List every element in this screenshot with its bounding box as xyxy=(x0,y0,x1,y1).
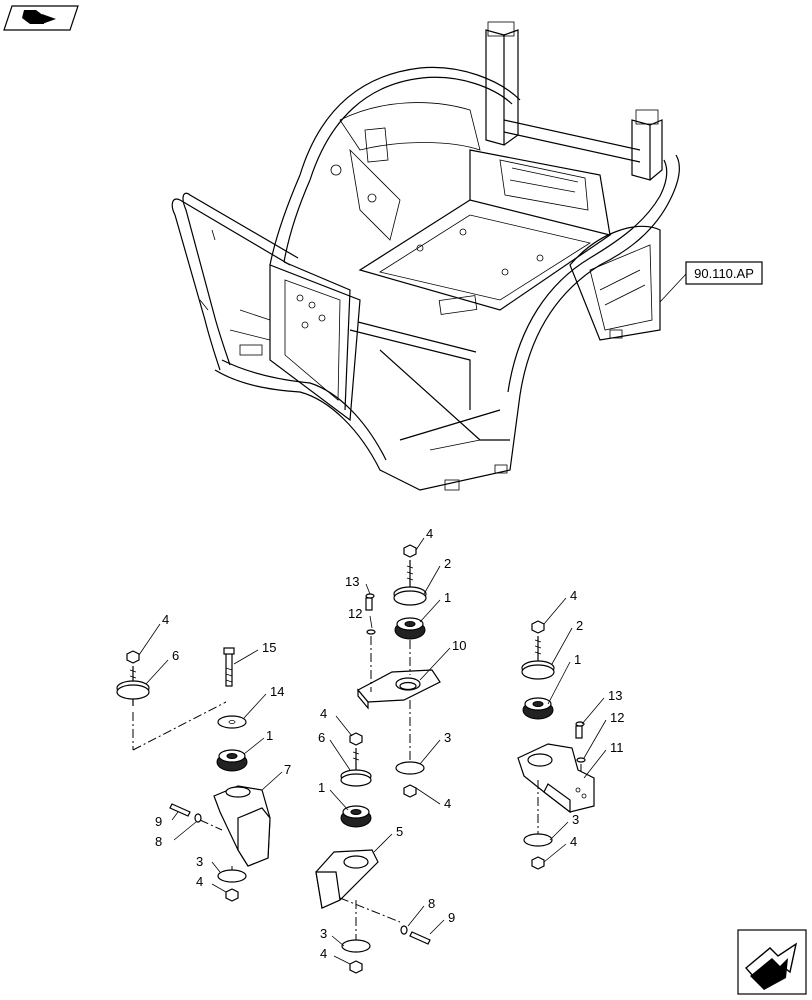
callout-8[interactable]: 8 xyxy=(155,834,162,849)
callout-3[interactable]: 3 xyxy=(320,926,327,941)
lock-washer-12-center xyxy=(366,629,376,635)
nut-4-right-bottom xyxy=(531,856,545,870)
callout-6[interactable]: 6 xyxy=(318,730,325,745)
bolt-9-left xyxy=(169,803,191,817)
callout-labels: 4 2 13 12 1 10 4 6 15 14 1 7 9 8 3 4 4 6… xyxy=(155,526,624,961)
washer-3-center-lower xyxy=(341,939,371,953)
callout-4[interactable]: 4 xyxy=(162,612,169,627)
mount-assembly-center-top xyxy=(357,544,441,798)
callout-3[interactable]: 3 xyxy=(572,812,579,827)
callout-11[interactable]: 11 xyxy=(610,740,624,755)
lock-washer-8-center xyxy=(400,925,408,935)
callout-9[interactable]: 9 xyxy=(155,814,162,829)
callout-12[interactable]: 12 xyxy=(610,710,624,725)
callout-4[interactable]: 4 xyxy=(196,874,203,889)
cab-frame xyxy=(171,21,680,491)
washer-3-right xyxy=(523,833,553,847)
washer-3-center xyxy=(395,761,425,775)
nut-4-left-bottom xyxy=(225,888,239,902)
callout-4[interactable]: 4 xyxy=(444,796,451,811)
mount-assembly-center-bottom xyxy=(315,732,431,974)
callout-7[interactable]: 7 xyxy=(284,762,291,777)
callout-2[interactable]: 2 xyxy=(576,618,583,633)
callout-4[interactable]: 4 xyxy=(570,588,577,603)
callout-1[interactable]: 1 xyxy=(574,652,581,667)
bolt-9-center xyxy=(409,931,431,945)
callout-15[interactable]: 15 xyxy=(262,640,276,655)
callout-1[interactable]: 1 xyxy=(266,728,273,743)
reference-code: 90.110.AP xyxy=(694,266,754,281)
callout-8[interactable]: 8 xyxy=(428,896,435,911)
callout-2[interactable]: 2 xyxy=(444,556,451,571)
nut-4-center-bottom xyxy=(403,784,417,798)
bolt-13-right xyxy=(575,725,583,739)
lock-washer-8-left xyxy=(194,813,202,823)
callout-4[interactable]: 4 xyxy=(320,946,327,961)
callout-1[interactable]: 1 xyxy=(444,590,451,605)
callout-1[interactable]: 1 xyxy=(318,780,325,795)
callout-10[interactable]: 10 xyxy=(452,638,466,653)
washer-3-left xyxy=(217,869,247,883)
nut-4-center-lowest xyxy=(349,960,363,974)
washer-14 xyxy=(217,715,247,729)
mount-assembly-left xyxy=(116,647,271,902)
callout-4[interactable]: 4 xyxy=(426,526,433,541)
callout-14[interactable]: 14 xyxy=(270,684,284,699)
callout-leaders xyxy=(138,537,607,965)
mount-assembly-right xyxy=(517,620,595,870)
nut-4-left xyxy=(126,650,140,664)
callout-13[interactable]: 13 xyxy=(608,688,622,703)
bolt-13-center xyxy=(365,597,373,611)
callout-3[interactable]: 3 xyxy=(196,854,203,869)
nut-4-right xyxy=(531,620,545,634)
callout-5[interactable]: 5 xyxy=(396,824,403,839)
callout-6[interactable]: 6 xyxy=(172,648,179,663)
callout-4[interactable]: 4 xyxy=(320,706,327,721)
callout-3[interactable]: 3 xyxy=(444,730,451,745)
nut-4-top-center xyxy=(403,544,417,558)
arrow-book-icon[interactable] xyxy=(3,5,79,31)
lock-washer-12-right xyxy=(576,757,586,763)
next-page-arrow-icon[interactable] xyxy=(737,929,807,995)
callout-12[interactable]: 12 xyxy=(348,606,362,621)
reference-label[interactable]: 90.110.AP xyxy=(659,261,763,303)
nut-4-center-lower xyxy=(349,732,363,746)
callout-9[interactable]: 9 xyxy=(448,910,455,925)
callout-13[interactable]: 13 xyxy=(345,574,359,589)
callout-4[interactable]: 4 xyxy=(570,834,577,849)
